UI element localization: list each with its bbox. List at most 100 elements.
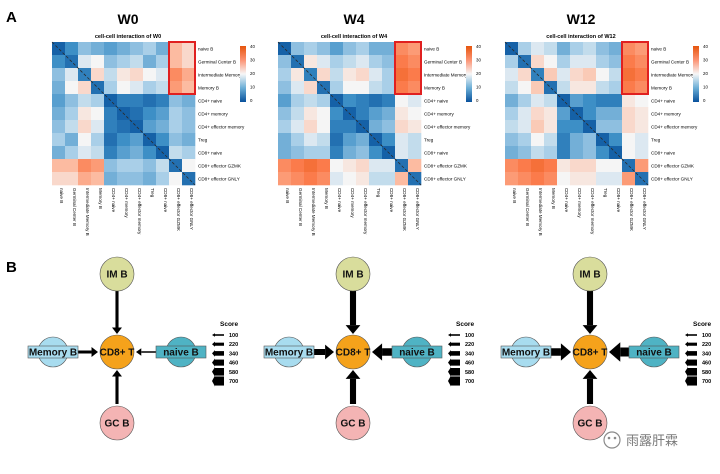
heatmap-cell (65, 94, 79, 108)
heatmap-cell (518, 133, 532, 147)
score-legend-value: 580 (229, 370, 238, 376)
heatmap-cell (182, 55, 196, 69)
heatmap-cell (278, 146, 292, 160)
colorbar-tick: 40 (476, 44, 481, 49)
heatmap-cell (622, 68, 636, 82)
heatmap-cell (557, 107, 571, 121)
heatmap-cell (557, 120, 571, 134)
heatmap-cell (395, 172, 409, 186)
score-legend-arrowhead (685, 375, 688, 387)
colorbar-tick: 30 (250, 58, 255, 63)
heatmap-cell (635, 107, 649, 121)
heatmap-cell (78, 81, 92, 95)
heatmap-cell (395, 55, 409, 69)
heatmap-cell (557, 42, 571, 56)
node-top (335, 256, 371, 292)
heatmap-cell (182, 120, 196, 134)
score-legend-value: 580 (465, 370, 474, 376)
heatmap-cell (557, 68, 571, 82)
heatmap-cell (544, 42, 558, 56)
heatmap-cell (382, 120, 396, 134)
row-label: CD8+ effector GZMK (424, 163, 468, 168)
score-legend-arrowhead (448, 341, 451, 347)
row-label: CD8+ naive (424, 150, 449, 155)
row-label: Germinal Center B (651, 59, 689, 64)
heatmap-cell (395, 42, 409, 56)
heatmap-cell (278, 159, 292, 173)
heatmap-cell (583, 42, 597, 56)
heatmap-cell (343, 68, 357, 82)
heatmap-cell (356, 55, 370, 69)
node-top (99, 256, 135, 292)
heatmap-cell (330, 42, 344, 56)
score-legend-arrowhead (448, 375, 451, 387)
column-label: Germinal Center B (525, 188, 530, 226)
row-label: Treg (424, 137, 434, 142)
heatmap-cell (557, 55, 571, 69)
row-label: CD4+ naive (424, 98, 449, 103)
heatmap-cell (395, 107, 409, 121)
heatmap-cell (65, 42, 79, 56)
heatmap-cell (382, 94, 396, 108)
heatmap-cell (635, 42, 649, 56)
heatmap-cell (544, 107, 558, 121)
heatmap-cell (609, 133, 623, 147)
heatmap-cell (570, 172, 584, 186)
heatmap-cell (343, 133, 357, 147)
heatmap-cell (544, 55, 558, 69)
heatmap-cell (330, 107, 344, 121)
score-legend-arrowhead (212, 341, 215, 347)
row-label: CD4+ effector memory (424, 124, 471, 129)
score-legend-value: 460 (229, 361, 238, 367)
heatmap-cell (583, 172, 597, 186)
score-legend-arrowhead (448, 333, 451, 337)
row-label: Intermediate Memory B (198, 72, 246, 77)
heatmap-cell (544, 146, 558, 160)
heatmap-cell (395, 81, 409, 95)
heatmap-cell (356, 133, 370, 147)
row-label: CD8+ effector GNLY (198, 176, 240, 181)
heatmap-cell (622, 172, 636, 186)
heatmap-cell (408, 120, 422, 134)
heatmap-cell (518, 94, 532, 108)
heatmap-cell (635, 68, 649, 82)
heatmap-cell (395, 133, 409, 147)
score-legend-arrowhead (212, 333, 215, 337)
heatmap-diagonal (51, 41, 196, 186)
heatmap-cell (143, 68, 157, 82)
heatmap-cell (117, 94, 131, 108)
heatmap-cell (596, 94, 610, 108)
heatmap-cell (291, 94, 305, 108)
heatmap-cell (278, 172, 292, 186)
heatmap-cell (408, 133, 422, 147)
heatmap-cell (143, 55, 157, 69)
heatmap-cell (609, 120, 623, 134)
heatmap-cell (78, 94, 92, 108)
edge-arrowhead (325, 344, 334, 360)
row-label: Treg (198, 137, 208, 142)
heatmap-cell (518, 68, 532, 82)
colorbar (693, 46, 699, 102)
heatmap-cell (570, 42, 584, 56)
heatmap-cell (143, 81, 157, 95)
node-label: IM B (579, 270, 600, 281)
score-legend-arrowhead (212, 358, 215, 367)
node-label-box (391, 345, 443, 359)
heatmap-cell (169, 120, 183, 134)
heatmap-cell (130, 146, 144, 160)
score-legend-value: 340 (229, 351, 238, 357)
heatmap-cell (622, 94, 636, 108)
edge-arrowhead (560, 343, 571, 361)
heatmap-cell (518, 172, 532, 186)
heatmap-cell (91, 133, 105, 147)
heatmap-cell (291, 81, 305, 95)
score-legend-arrowhead (212, 350, 215, 357)
heatmap-cell (343, 42, 357, 56)
heatmap-cell (169, 55, 183, 69)
row-label: CD8+ effector GZMK (198, 163, 242, 168)
heatmap-cell (156, 107, 170, 121)
score-legend-value: 700 (702, 379, 711, 385)
heatmap-cell (570, 94, 584, 108)
